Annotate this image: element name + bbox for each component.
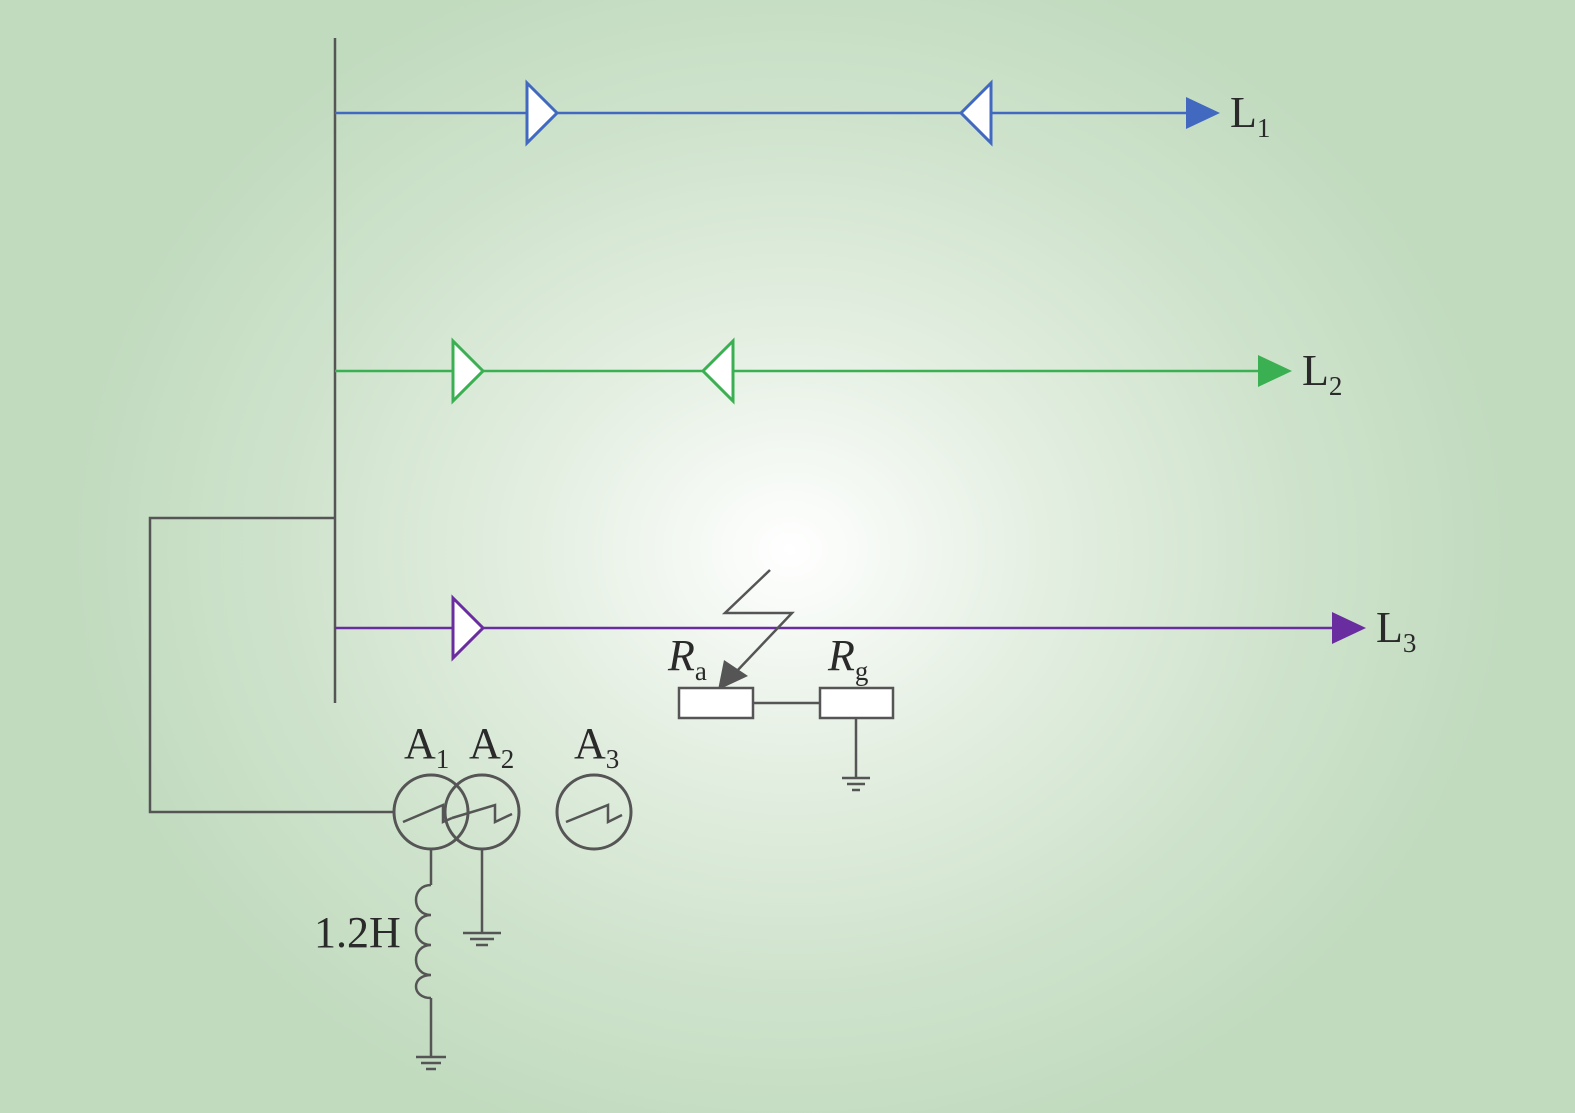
feeder-l3-label: L3 bbox=[1376, 603, 1416, 658]
transformer-a2-winding bbox=[451, 803, 513, 824]
feeder-l2-label: L2 bbox=[1302, 346, 1342, 401]
resistor-ra bbox=[677, 686, 755, 720]
transformer-a3-icon bbox=[555, 773, 633, 851]
feeder-l1-label: L1 bbox=[1230, 88, 1270, 143]
fault-lightning-icon bbox=[718, 569, 795, 690]
transformer-a2-label: A2 bbox=[469, 719, 514, 774]
transformer-group: A1 A2 A3 bbox=[392, 719, 633, 851]
feeder-l1-arrowhead bbox=[1186, 97, 1220, 129]
feeder-l2-relay-1-triangle bbox=[451, 337, 486, 405]
transformer-a2-ground-icon bbox=[463, 931, 501, 947]
feeder-l1-relay-2-triangle bbox=[958, 79, 993, 147]
transformer-a3-label: A3 bbox=[574, 719, 619, 774]
resistor-ground-icon bbox=[842, 776, 870, 792]
transformer-a3-winding bbox=[565, 803, 623, 825]
feeder-l1-relay-1-triangle bbox=[525, 79, 560, 147]
resistor-rg bbox=[818, 686, 895, 720]
transformer-a1-label: A1 bbox=[404, 719, 449, 774]
inductor-coil-icon bbox=[414, 883, 432, 1000]
transformer-a2-icon bbox=[443, 773, 521, 851]
transformer-a1-winding bbox=[402, 803, 453, 824]
resistor-ra-label: Ra bbox=[667, 631, 707, 686]
feeder-l3: L3 bbox=[335, 594, 1416, 662]
feeder-l2-relay-2-triangle bbox=[700, 337, 735, 405]
inductor-ground-icon bbox=[416, 1055, 446, 1071]
resistor-rg-label: Rg bbox=[827, 631, 868, 686]
feeder-l3-relay-1-triangle bbox=[451, 594, 486, 662]
neutral-connection-wire bbox=[148, 516, 394, 814]
inductor-label: 1.2H bbox=[314, 908, 401, 957]
feeder-l2: L2 bbox=[335, 337, 1342, 405]
feeder-l2-arrowhead bbox=[1258, 355, 1292, 387]
fault-resistors: Ra Rg bbox=[667, 631, 895, 792]
feeder-l1: L1 bbox=[335, 79, 1270, 147]
feeder-l3-arrowhead bbox=[1332, 612, 1366, 644]
